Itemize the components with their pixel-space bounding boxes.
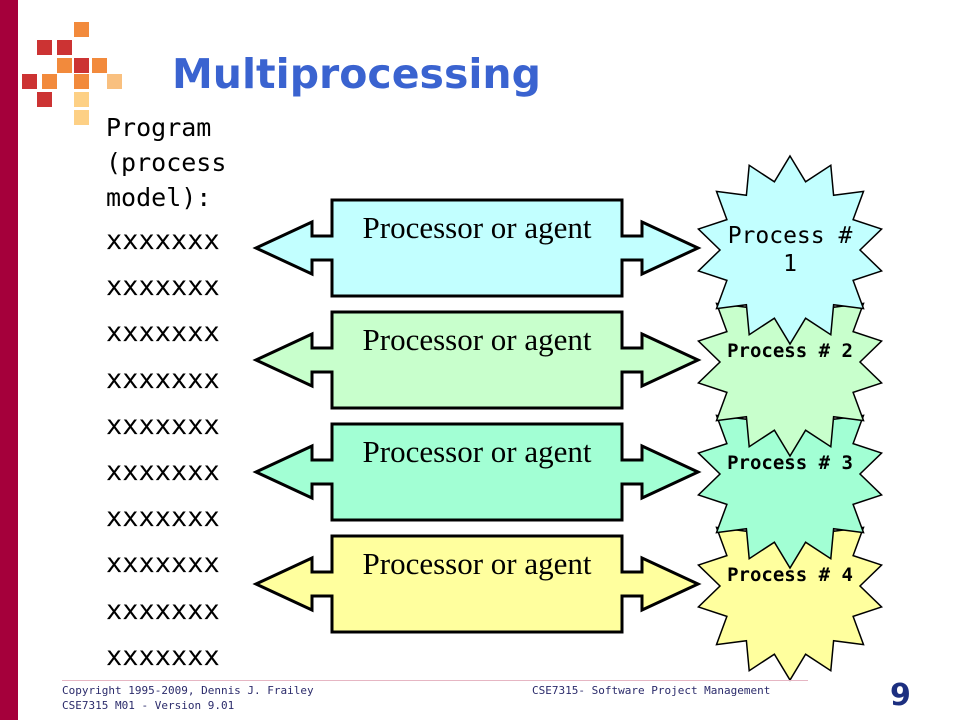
logo-square [57, 40, 72, 55]
code-line: xxxxxxx [106, 502, 220, 534]
logo-squares [22, 22, 122, 125]
processor-label: Processor or agent [362, 434, 592, 469]
logo-square [22, 74, 37, 89]
logo-square [57, 58, 72, 73]
footer-copyright: Copyright 1995-2009, Dennis J. Frailey [62, 684, 314, 697]
footer-course: CSE7315- Software Project Management [532, 684, 771, 697]
logo-square [37, 40, 52, 55]
process-label: Process # 3 [727, 452, 853, 474]
logo-square [37, 92, 52, 107]
program-label: Program (process model): [106, 113, 227, 212]
code-line: xxxxxxx [106, 640, 220, 672]
footer-rule [62, 680, 808, 681]
code-line: xxxxxxx [106, 317, 220, 349]
processor-arrow [252, 198, 702, 298]
processor-label: Processor or agent [362, 322, 592, 357]
logo-square [74, 74, 89, 89]
code-line: xxxxxxx [106, 271, 220, 303]
processor-arrow [252, 310, 702, 410]
logo-square [74, 92, 89, 107]
processor-label: Processor or agent [362, 546, 592, 581]
logo-square [74, 58, 89, 73]
slide-title: Multiprocessing [172, 50, 541, 98]
process-burst [696, 154, 884, 346]
processor-label: Processor or agent [362, 210, 592, 245]
code-line: xxxxxxx [106, 409, 220, 441]
logo-square [107, 74, 122, 89]
process-label: Process # 1 [727, 223, 853, 277]
code-line: xxxxxxx [106, 548, 220, 580]
logo-square [42, 74, 57, 89]
processor-arrow [252, 534, 702, 634]
logo-square [92, 58, 107, 73]
left-accent-bar [0, 0, 18, 720]
process-label: Process # 4 [727, 564, 853, 586]
code-line: xxxxxxx [106, 594, 220, 626]
code-line: xxxxxxx [106, 225, 220, 256]
process-label: Process # 2 [727, 340, 853, 362]
process-burst [696, 266, 884, 458]
code-line: xxxxxxx [106, 456, 220, 487]
processor-arrow [252, 422, 702, 522]
code-line: xxxxxxx [106, 363, 220, 395]
logo-square [74, 22, 89, 37]
page-number: 9 [890, 678, 911, 713]
process-burst [696, 378, 884, 570]
logo-square [74, 110, 89, 125]
footer-module: CSE7315 M01 - Version 9.01 [62, 699, 235, 712]
